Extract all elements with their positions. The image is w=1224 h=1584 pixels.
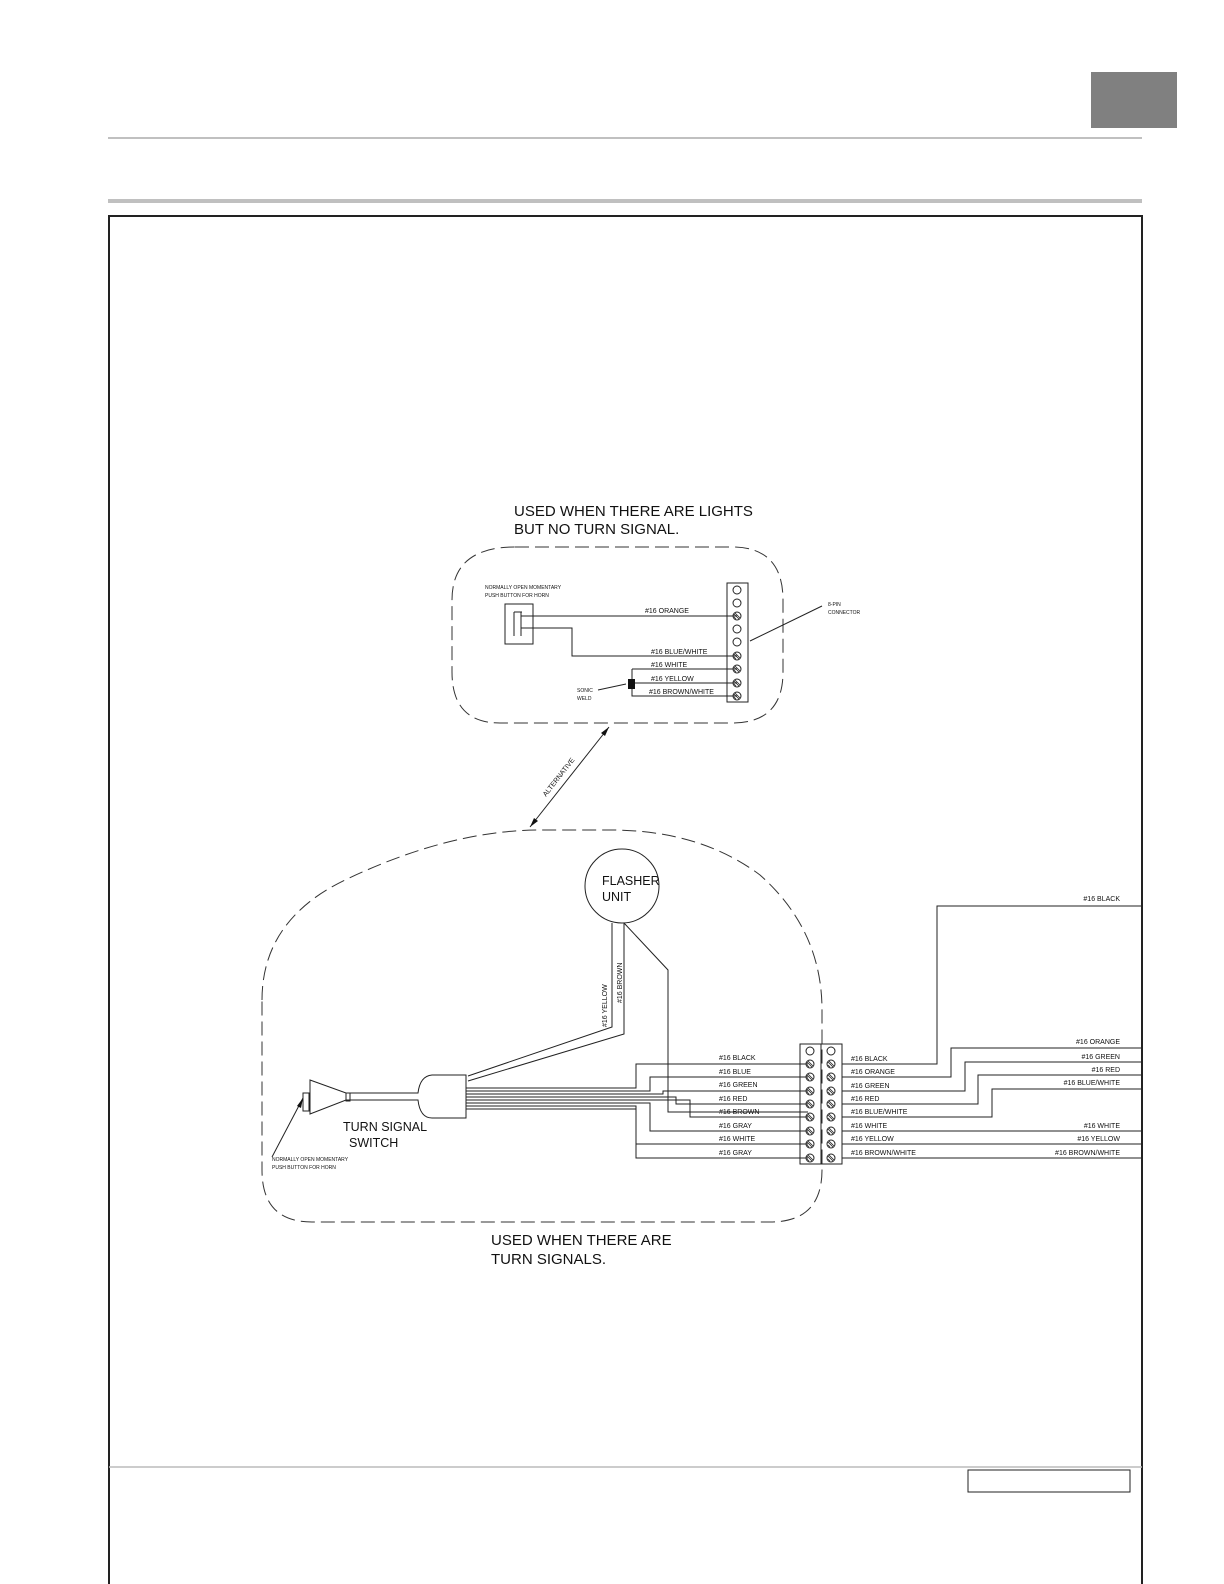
switch-wire (466, 1063, 808, 1089)
right-wire-label: #16 GREEN (851, 1083, 890, 1090)
left-wire-label: #16 BLACK (719, 1055, 756, 1062)
connector-right-labels: #16 BLACK #16 ORANGE #16 GREEN #16 RED #… (851, 1056, 916, 1157)
left-wire-label: #16 GRAY (719, 1123, 752, 1130)
switch-label-line2: SWITCH (349, 1136, 398, 1150)
harness-label: #16 BLACK (1083, 896, 1120, 903)
pin-wired (826, 1099, 836, 1109)
pin-wired (826, 1126, 836, 1136)
turn-signal-panel-outline (261, 829, 823, 1223)
pin-wired (826, 1139, 836, 1149)
switch-horn-label-line2: PUSH BUTTON FOR HORN (272, 1165, 336, 1171)
pin-wired (826, 1086, 836, 1096)
pin-empty (732, 585, 742, 595)
turn-title-line2: TURN SIGNALS. (491, 1251, 606, 1268)
horn-button-icon (504, 603, 534, 645)
no-turn-wire-brown-white: #16 BROWN/WHITE (649, 689, 714, 696)
header-rule-top (108, 137, 1142, 139)
flasher-wire-yellow: #16 YELLOW (602, 984, 609, 1027)
harness-label: #16 BROWN/WHITE (1055, 1150, 1120, 1157)
left-wire-label: #16 RED (719, 1096, 747, 1103)
left-wire-label: #16 BLUE (719, 1069, 751, 1076)
pin-empty (732, 598, 742, 608)
turn-title-line1: USED WHEN THERE ARE (491, 1232, 672, 1249)
harness-label: #16 GREEN (1081, 1054, 1120, 1061)
switch-wire (466, 1102, 808, 1132)
right-wire-label: #16 BLUE/WHITE (851, 1109, 908, 1116)
pin-empty (805, 1046, 815, 1056)
left-wire-label: #16 WHITE (719, 1136, 756, 1143)
flasher-label-line1: FLASHER (602, 874, 660, 888)
pin-wired (826, 1112, 836, 1122)
right-wire-label: #16 YELLOW (851, 1136, 894, 1143)
footer-box (967, 1469, 1131, 1493)
eight-pin-connector (726, 582, 749, 703)
harness-label: #16 ORANGE (1076, 1039, 1120, 1046)
no-turn-wire-yellow: #16 YELLOW (651, 676, 694, 683)
connector-label-line1: 8-PIN (828, 602, 841, 608)
connector-left-labels: #16 BLACK #16 BLUE #16 GREEN #16 RED #16… (719, 1055, 759, 1157)
sonic-weld-icon (628, 679, 635, 689)
pin-wired (826, 1153, 836, 1163)
sonic-weld-label-line2: WELD (577, 696, 592, 702)
flasher-label-line2: UNIT (602, 890, 632, 904)
no-turn-wire-blue-white: #16 BLUE/WHITE (651, 649, 708, 656)
pin-empty (732, 624, 742, 634)
pin-wired (805, 1072, 815, 1082)
flasher-wire-brown: #16 BROWN (617, 963, 624, 1003)
sonic-weld-label-line1: SONIC (577, 688, 593, 694)
pin-empty (732, 637, 742, 647)
right-wire-label: #16 ORANGE (851, 1069, 895, 1076)
left-wire-label: #16 GRAY (719, 1150, 752, 1157)
pin-wired (805, 1112, 815, 1122)
pin-wired (805, 1139, 815, 1149)
right-wire-label: #16 RED (851, 1096, 879, 1103)
switch-wire (466, 1076, 808, 1092)
turn-signal-switch-icon (302, 1074, 467, 1119)
no-turn-horn-label-line1: NORMALLY OPEN MOMENTARY (485, 585, 562, 591)
left-wire-label: #16 GREEN (719, 1082, 758, 1089)
pin-wired (805, 1086, 815, 1096)
no-turn-panel-outline (451, 546, 784, 724)
harness-label: #16 RED (1092, 1067, 1120, 1074)
section-tab (1091, 72, 1177, 128)
switch-wire (466, 1090, 808, 1095)
right-wire-label: #16 BLACK (851, 1056, 888, 1063)
switch-label-line1: TURN SIGNAL (343, 1120, 427, 1134)
alternative-arrow (529, 726, 610, 828)
alternative-label: ALTERNATIVE (542, 757, 577, 798)
no-turn-horn-label-line2: PUSH BUTTON FOR HORN (485, 593, 549, 599)
pin-wired (805, 1099, 815, 1109)
pin-wired (826, 1072, 836, 1082)
switch-horn-label-line1: NORMALLY OPEN MOMENTARY (272, 1157, 349, 1163)
pin-wired (826, 1059, 836, 1069)
no-turn-title-line1: USED WHEN THERE ARE LIGHTS (514, 503, 753, 520)
header-rule-bottom (108, 199, 1142, 203)
right-wire-label: #16 BROWN/WHITE (851, 1150, 916, 1157)
flasher-unit (584, 848, 660, 924)
right-wire-label: #16 WHITE (851, 1123, 888, 1130)
harness-label: #16 YELLOW (1077, 1136, 1120, 1143)
pin-wired (805, 1153, 815, 1163)
connector-label-line2: CONNECTOR (828, 610, 861, 616)
pin-wired (805, 1059, 815, 1069)
pin-wired (805, 1126, 815, 1136)
switch-wire (466, 1108, 808, 1159)
no-turn-title-line2: BUT NO TURN SIGNAL. (514, 521, 679, 538)
harness-labels: #16 BLACK #16 ORANGE #16 GREEN #16 RED #… (1055, 896, 1120, 1157)
switch-wire (466, 1099, 808, 1118)
harness-label: #16 WHITE (1084, 1123, 1121, 1130)
left-wire-label: #16 BROWN (719, 1109, 759, 1116)
harness-label: #16 BLUE/WHITE (1064, 1080, 1121, 1087)
pin-empty (826, 1046, 836, 1056)
no-turn-wire-white: #16 WHITE (651, 662, 688, 669)
no-turn-wire-orange: #16 ORANGE (645, 608, 689, 615)
